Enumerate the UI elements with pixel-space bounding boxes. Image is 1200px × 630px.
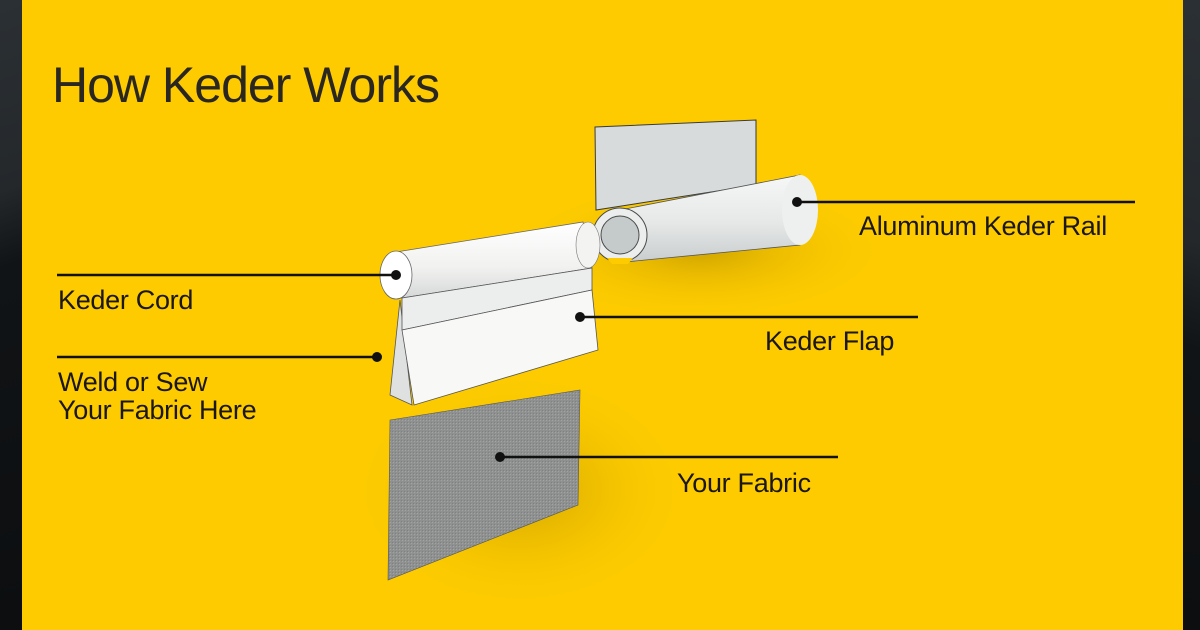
aluminum-keder-rail	[592, 119, 818, 264]
diagram-panel: How Keder Works	[22, 0, 1183, 630]
right-frame	[1183, 0, 1200, 630]
left-frame	[0, 0, 22, 630]
label-keder-flap: Keder Flap	[765, 326, 895, 356]
keder-diagram	[57, 119, 1135, 610]
label-weld-line2: Your Fabric Here	[58, 395, 257, 425]
label-keder-cord: Keder Cord	[58, 285, 194, 315]
page-title: How Keder Works	[52, 57, 440, 113]
your-fabric	[387, 389, 581, 581]
keder-flap	[401, 267, 599, 406]
label-your-fabric: Your Fabric	[677, 468, 811, 498]
label-weld-line1: Weld or Sew	[58, 367, 208, 397]
leader-lines	[57, 197, 1135, 462]
label-aluminum-keder-rail: Aluminum Keder Rail	[859, 211, 1107, 241]
label-weld-or-sew: Weld or Sew Your Fabric Here	[58, 367, 257, 425]
